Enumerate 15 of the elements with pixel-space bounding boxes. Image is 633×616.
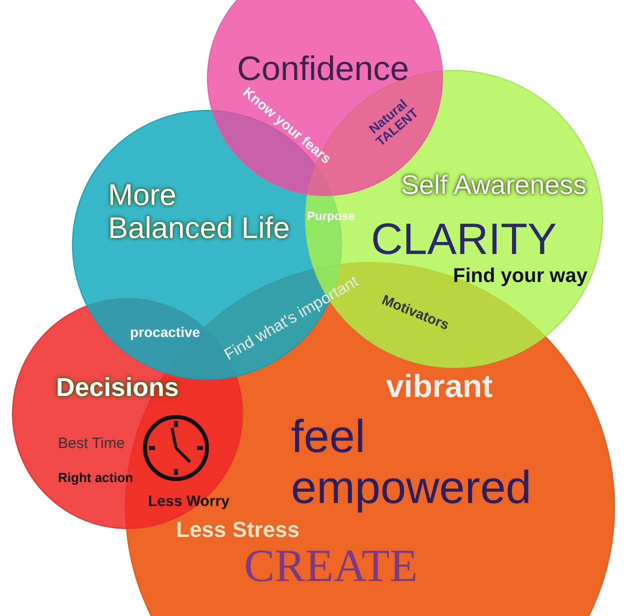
circle-title: CREATE [244,541,418,592]
circle-title: Self Awareness [401,171,587,201]
overlap-label: procactive [130,325,200,340]
circle-title: More Balanced Life [108,179,291,245]
circle-title: Find your way [453,265,588,287]
circle-title: feel empowered [291,411,532,512]
overlap-label: Less Stress [176,518,300,542]
circle-title: CLARITY [371,216,557,264]
overlap-label: Purpose [307,210,356,224]
overlap-label: Best Time [58,436,125,452]
circle-title: Decisions [56,373,179,402]
circle-title: vibrant [386,369,493,404]
overlap-label: Less Worry [148,494,230,510]
circle-title: Confidence [237,51,410,88]
overlap-label: Right action [58,471,134,486]
